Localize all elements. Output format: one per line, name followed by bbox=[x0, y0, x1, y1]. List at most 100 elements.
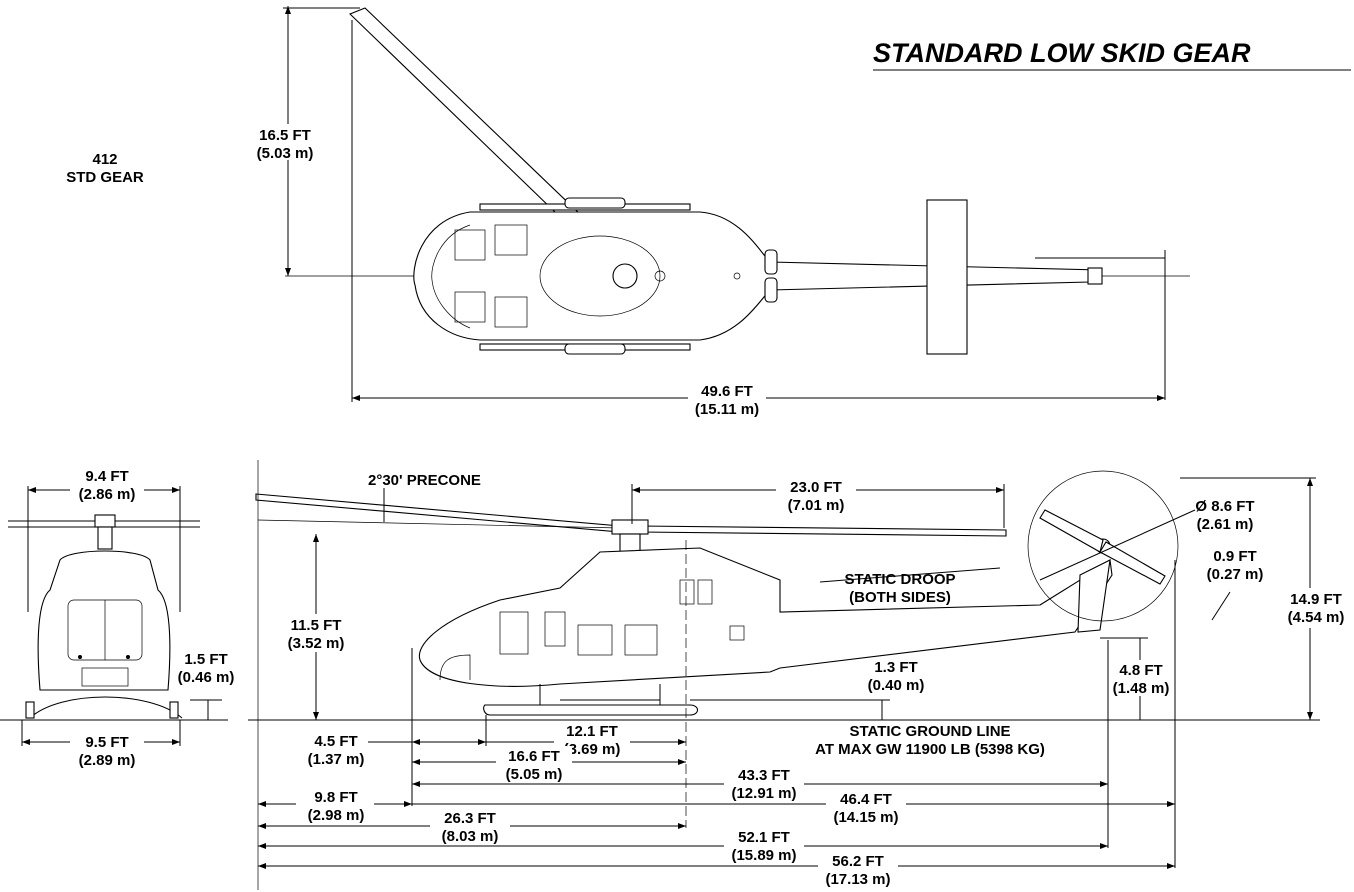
canopy-outline bbox=[431, 224, 471, 329]
arrowhead bbox=[28, 487, 36, 493]
blade-to-tail-skid-ft: 52.1 FT bbox=[738, 829, 790, 846]
front-hub-width-ft: 9.4 FT bbox=[85, 468, 128, 485]
skid-length-m: (3.69 m) bbox=[564, 741, 621, 758]
arrowhead bbox=[412, 781, 420, 787]
tail-rotor-clear-ft: 0.9 FT bbox=[1213, 548, 1256, 565]
blade-to-nose-m: (2.98 m) bbox=[308, 807, 365, 824]
front-skid-tube bbox=[169, 701, 179, 719]
skid-side bbox=[483, 704, 699, 716]
top-view: 49.6 FT (15.11 m) 16.5 FT (5.03 m) bbox=[245, 6, 1190, 418]
front-light bbox=[78, 655, 82, 659]
label-backdrop bbox=[70, 466, 144, 502]
skid-length-ft: 12.1 FT bbox=[566, 723, 618, 740]
overall-length-m: (17.13 m) bbox=[825, 871, 890, 888]
mast-side bbox=[619, 533, 641, 553]
top-height-m: (5.03 m) bbox=[257, 145, 314, 162]
ground-line-label: STATIC GROUND LINE bbox=[849, 723, 1010, 740]
top-length-m: (15.11 m) bbox=[695, 401, 759, 418]
tail-rotor-clear-m: (0.27 m) bbox=[1207, 566, 1264, 583]
front-hub-width-m: (2.86 m) bbox=[79, 486, 136, 503]
rotor-hub-top bbox=[612, 263, 638, 289]
engine-cowl-top bbox=[539, 235, 661, 317]
hub-detail bbox=[654, 270, 666, 282]
arrowhead bbox=[404, 801, 412, 807]
arrowhead bbox=[1307, 478, 1313, 486]
top-length-ft: 49.6 FT bbox=[701, 383, 753, 400]
arrowhead bbox=[412, 739, 420, 745]
label-backdrop bbox=[826, 790, 906, 826]
arrowhead bbox=[258, 823, 266, 829]
label-backdrop bbox=[1108, 660, 1174, 696]
precone-reference bbox=[257, 519, 621, 529]
label-backdrop bbox=[776, 476, 856, 512]
arrowhead bbox=[313, 712, 319, 720]
arrowhead bbox=[313, 534, 319, 542]
arrowhead bbox=[352, 395, 360, 401]
arrowhead bbox=[632, 487, 640, 493]
exhaust-top bbox=[764, 249, 778, 275]
tail-rotor-dia-dim bbox=[1039, 509, 1196, 581]
static-droop-leader bbox=[819, 567, 1001, 583]
tail-rotor-hub-top bbox=[1087, 267, 1103, 285]
blade-radius-m: (7.01 m) bbox=[788, 497, 845, 514]
overall-length-ft: 56.2 FT bbox=[832, 853, 884, 870]
main-rotor-blade-side bbox=[639, 525, 1007, 537]
side-window bbox=[679, 579, 695, 605]
blade-radius-ft: 23.0 FT bbox=[790, 479, 842, 496]
arrowhead bbox=[678, 823, 686, 829]
belly-clear-ft: 1.3 FT bbox=[874, 659, 917, 676]
blade-to-mast-m: (8.03 m) bbox=[442, 828, 499, 845]
arrowhead bbox=[285, 268, 291, 276]
front-skid-height-ft: 1.5 FT bbox=[184, 651, 227, 668]
label-backdrop bbox=[724, 826, 804, 862]
front-skid-width-m: (2.89 m) bbox=[79, 752, 136, 769]
horizontal-stabilizer bbox=[926, 199, 968, 355]
label-backdrop bbox=[496, 746, 572, 782]
nose-to-skid-m: (1.37 m) bbox=[308, 751, 365, 768]
label-backdrop bbox=[296, 788, 374, 824]
arrowhead bbox=[258, 801, 266, 807]
arrowhead bbox=[1100, 843, 1108, 849]
front-view: 9.4 FT (2.86 m) 1.5 FT (0.46 m) 9.5 FT (… bbox=[0, 466, 234, 769]
label-backdrop bbox=[245, 124, 325, 160]
side-window bbox=[499, 611, 529, 655]
side-window bbox=[697, 579, 713, 605]
belly-clear-m: (0.40 m) bbox=[868, 677, 925, 694]
vent-grille bbox=[729, 625, 745, 641]
front-light bbox=[126, 655, 130, 659]
fuselage-side bbox=[418, 547, 1113, 687]
label-backdrop bbox=[430, 810, 510, 846]
tail-rotor-blade-side bbox=[1039, 509, 1104, 553]
window-top bbox=[454, 291, 486, 323]
nose-to-skid-ft: 4.5 FT bbox=[314, 733, 357, 750]
arrowhead bbox=[22, 739, 30, 745]
arrowhead bbox=[258, 843, 266, 849]
exhaust-top bbox=[764, 277, 778, 303]
gear-type: STD GEAR bbox=[66, 169, 144, 186]
front-skid-height-m: (0.46 m) bbox=[178, 669, 235, 686]
tail-skid-height-ft: 4.8 FT bbox=[1119, 662, 1162, 679]
ground-line-weight: AT MAX GW 11900 LB (5398 KG) bbox=[815, 741, 1045, 758]
tail-skid-height-m: (1.48 m) bbox=[1113, 680, 1170, 697]
tail-rotor-blade-side bbox=[1099, 541, 1166, 585]
blade-to-nose-ft: 9.8 FT bbox=[314, 789, 357, 806]
arrowhead bbox=[258, 863, 266, 869]
front-skid bbox=[29, 696, 183, 719]
label-backdrop bbox=[724, 766, 804, 802]
arrowhead bbox=[678, 759, 686, 765]
label-backdrop bbox=[278, 614, 356, 652]
arrowhead bbox=[678, 739, 686, 745]
arrowhead bbox=[478, 739, 486, 745]
overall-height-m: (4.54 m) bbox=[1288, 609, 1345, 626]
arrowhead bbox=[1167, 863, 1175, 869]
arrowhead bbox=[172, 487, 180, 493]
nose-to-mast-m: (5.05 m) bbox=[506, 766, 563, 783]
fuselage-top bbox=[413, 211, 1102, 341]
front-panel bbox=[81, 667, 129, 687]
arrowhead bbox=[1307, 712, 1313, 720]
step-top bbox=[564, 197, 626, 209]
nose-to-tail-rotor-ft: 46.4 FT bbox=[840, 791, 892, 808]
arrowhead bbox=[412, 759, 420, 765]
window-top bbox=[494, 224, 528, 256]
